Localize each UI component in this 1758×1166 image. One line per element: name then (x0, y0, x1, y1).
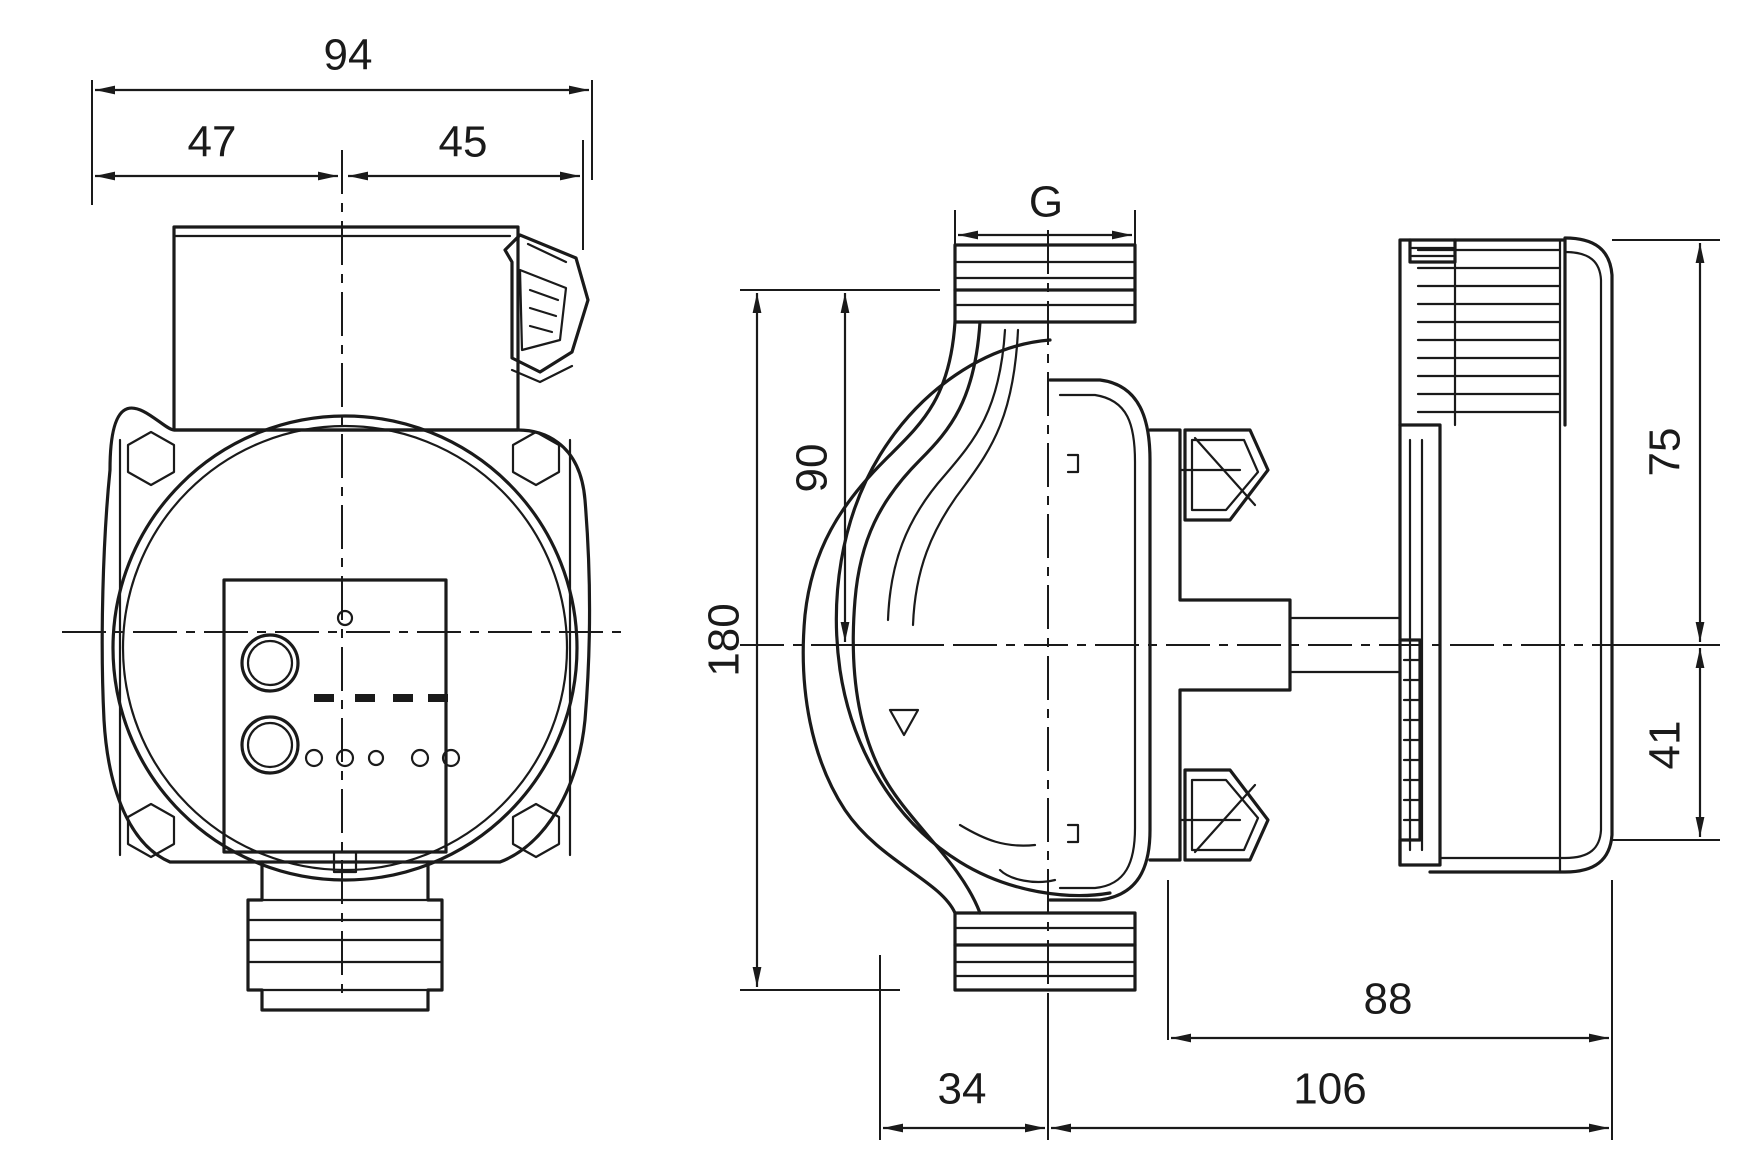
clamp-upper-inner (1190, 438, 1260, 512)
bottom-port-rings (260, 898, 430, 992)
led-segment-4 (428, 694, 448, 702)
connector-shell (518, 268, 568, 352)
clamp-lower-diag (1193, 783, 1257, 854)
volute-bottom-detail-2 (958, 823, 1037, 847)
volute-bottom-detail (998, 868, 1057, 884)
bolt-hex-top-left (126, 430, 176, 487)
top-port-thread-body (953, 243, 1137, 292)
impeller-housing-inner (1058, 393, 1137, 890)
housing-bottom-notch (332, 850, 358, 874)
dim-label-75: 75 (1641, 428, 1690, 477)
side-view-geometry (740, 230, 1700, 1010)
dim-label-106: 106 (1293, 1065, 1366, 1114)
volute-left-outer (801, 320, 957, 915)
housing-round-flange-inner (121, 424, 569, 872)
front-view-geometry (62, 150, 622, 1012)
led-segment-2 (355, 694, 375, 702)
clamp-lower (1183, 768, 1270, 862)
top-port (953, 243, 1137, 324)
housing-round-flange (111, 414, 579, 882)
bottom-port-outline (246, 860, 444, 1012)
led-dot-3 (367, 749, 385, 767)
dim-label-41: 41 (1641, 721, 1690, 770)
control-knob-lower (240, 715, 300, 775)
control-module-faceplate (222, 578, 448, 854)
connector-top-edge (526, 242, 568, 264)
dim-label-G: G (1029, 178, 1063, 227)
cable-gland-lines (1410, 246, 1455, 258)
flow-direction-triangle (888, 708, 920, 737)
led-segment-1 (314, 694, 334, 702)
connector-bottom-edge (510, 364, 574, 384)
detail-notch-upper (1066, 453, 1080, 474)
led-dot-5 (441, 748, 461, 768)
dim-label-94: 94 (324, 31, 373, 80)
led-bar-segments (314, 694, 448, 702)
rotor-cartridge (1148, 428, 1292, 862)
motor-cooling-fins (1398, 238, 1567, 867)
bolt-group (126, 430, 561, 859)
led-dot-1 (304, 748, 324, 768)
connector-pins (528, 288, 560, 334)
bottom-port-threads (246, 918, 444, 964)
clamp-upper-diag (1193, 436, 1257, 507)
control-knob-upper-inner (246, 639, 294, 687)
clamp-lower-body (1183, 768, 1270, 862)
rotor-detail-lines (1178, 468, 1242, 822)
led-dot-row (304, 748, 461, 768)
clamp-upper (1183, 428, 1270, 522)
motor-cover-outline (1428, 236, 1614, 874)
detail-notch-lower (1066, 823, 1080, 844)
center-screw (336, 609, 354, 627)
fins-lines-upper (1416, 248, 1562, 414)
volute-channel-line-2 (911, 328, 1020, 627)
connector-body (503, 233, 590, 374)
clamp-lower-inner (1190, 778, 1260, 852)
dim-label-47: 47 (188, 118, 237, 167)
dim-label-45: 45 (439, 118, 488, 167)
led-dot-4 (410, 748, 430, 768)
top-port-thread-lines (953, 260, 1137, 307)
dim-label-90: 90 (788, 444, 837, 493)
side-view-dimensions: G 180 90 75 41 88 (700, 178, 1720, 1140)
volute-left-inner (851, 320, 982, 915)
motor-cover-inner (1438, 250, 1603, 860)
pump-shaft (1288, 616, 1402, 674)
bottom-port (246, 860, 444, 1012)
motor-stator-lines (1408, 438, 1424, 852)
impeller-housing (1048, 378, 1152, 902)
housing-side-edges (118, 438, 572, 857)
volute-casing-outline (834, 338, 1112, 898)
fins-lines-lower (1402, 658, 1422, 822)
bottom-port-thread-lines (953, 926, 1137, 978)
control-knob-upper (240, 633, 300, 693)
dim-label-180: 180 (700, 603, 749, 676)
control-knob-lower-inner (246, 721, 294, 769)
led-dot-2 (335, 748, 355, 768)
motor-housing-top (172, 225, 520, 432)
bottom-port-thread-body (953, 943, 1137, 992)
electrical-connector (503, 233, 590, 384)
clamp-upper-body (1183, 428, 1270, 522)
motor-stator (1398, 423, 1442, 867)
bolt-hex-bottom-right (511, 802, 561, 859)
front-view-dimensions: 94 47 45 (91, 31, 593, 250)
dim-label-34: 34 (938, 1065, 987, 1114)
fins-block-upper (1398, 238, 1567, 427)
dim-label-88: 88 (1364, 975, 1413, 1024)
fins-block-lower (1398, 638, 1422, 867)
bolt-hex-top-right (511, 430, 561, 487)
bottom-port-side (953, 911, 1137, 992)
bolt-hex-bottom-left (126, 802, 176, 859)
volute-channel-line-1 (886, 328, 1007, 622)
led-segment-3 (393, 694, 413, 702)
pump-housing-outline (100, 406, 592, 864)
